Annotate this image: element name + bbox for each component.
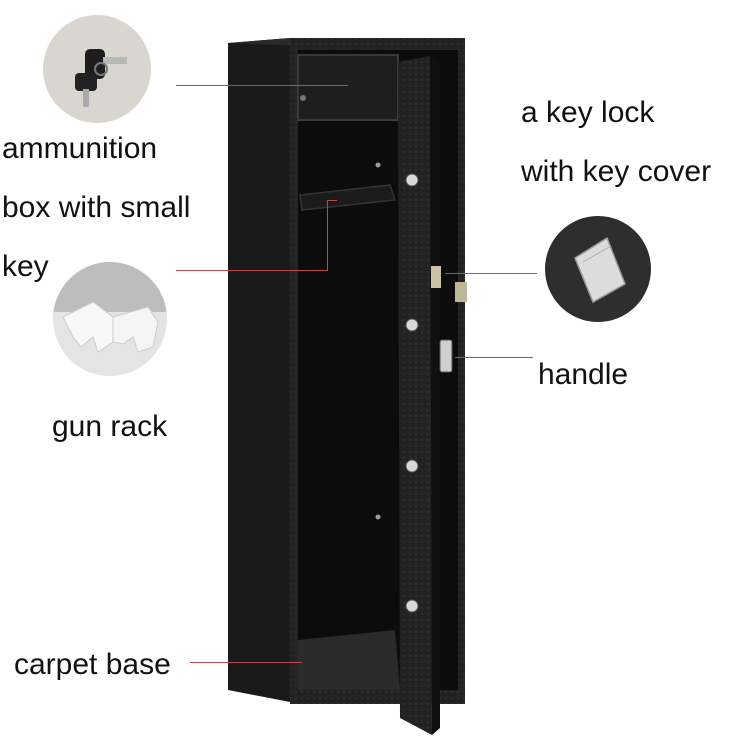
ammo-box-keyhole — [300, 95, 306, 101]
carpet-base — [298, 630, 400, 690]
key-lock — [431, 266, 441, 288]
safe-door — [398, 56, 432, 735]
label-key-lock-line1: a key lock — [521, 96, 655, 129]
ammunition-box — [297, 54, 399, 121]
label-ammunition-line2: box with small — [2, 191, 191, 224]
safe-door-edge — [430, 56, 440, 735]
label-carpet-base: carpet base — [14, 648, 171, 681]
keys-icon — [43, 15, 151, 123]
door-bolt — [405, 318, 419, 332]
foam-rack-icon — [53, 262, 167, 376]
door-bolt — [405, 599, 419, 613]
gun-rack — [299, 184, 397, 211]
callout-line-gun-rack-h2 — [327, 200, 337, 201]
callout-line-gun-rack-v — [327, 200, 328, 271]
interior-hole — [375, 162, 381, 168]
callout-line-ammunition — [176, 85, 348, 86]
label-ammunition-line1: ammunition — [2, 132, 158, 165]
door-bolt — [405, 173, 419, 187]
label-gun-rack: gun rack — [52, 410, 168, 443]
label-key-lock-line2: with key cover — [521, 155, 712, 188]
key-cover-icon — [545, 216, 651, 322]
key-lock-hinge — [455, 282, 467, 302]
door-handle — [439, 339, 453, 373]
label-handle: handle — [538, 358, 629, 391]
callout-line-handle — [455, 357, 533, 358]
callout-line-key-lock — [445, 273, 537, 274]
door-bolt — [405, 459, 419, 473]
callout-line-gun-rack-h1 — [176, 270, 328, 271]
interior-hole — [375, 514, 381, 520]
safe-left-side — [228, 38, 290, 702]
callout-line-carpet — [190, 662, 302, 663]
label-ammunition-line3: key — [2, 250, 49, 283]
